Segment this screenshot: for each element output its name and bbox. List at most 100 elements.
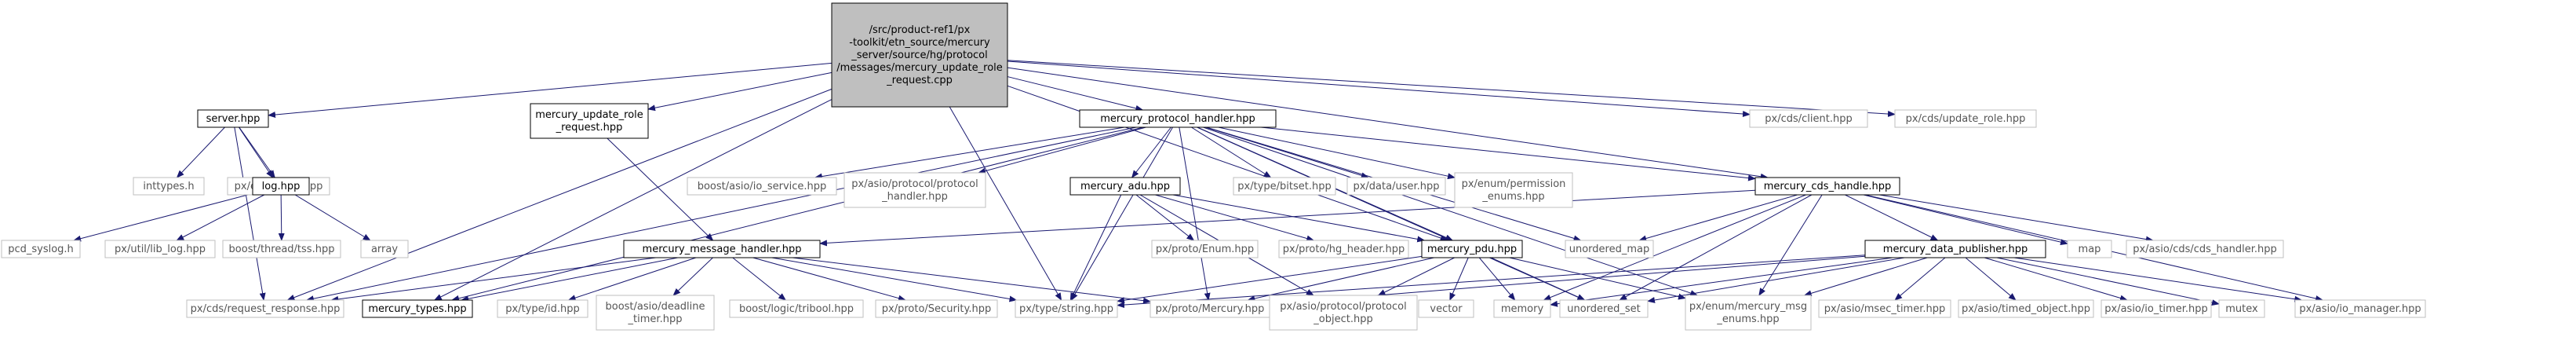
node-box — [2067, 240, 2112, 258]
node-label: px/asio/protocol/protocol — [1280, 301, 1406, 313]
node-label: mercury_cds_handle.hpp — [1764, 181, 1892, 192]
include-arrow — [1191, 126, 1272, 178]
node-label: mutex — [2225, 303, 2258, 315]
node-box — [1069, 177, 1181, 196]
px-proto-enum-hpp-node: px/proto/Enum.hpp — [1151, 240, 1259, 258]
include-arrow — [1377, 257, 1455, 296]
node-label: px/proto/Mercury.hpp — [1156, 303, 1265, 315]
node-label: mercury_message_handler.hpp — [643, 244, 802, 255]
unordered-map-node: unordered_map — [1565, 240, 1654, 258]
memory-node: memory — [1493, 299, 1551, 318]
px-proto-hg-header-hpp-node: px/proto/hg_header.hpp — [1278, 240, 1409, 258]
mercury-message-handler-hpp-node[interactable]: mercury_message_handler.hpp — [623, 240, 821, 258]
array-node: array — [360, 240, 409, 258]
node-label: px/enum/permission — [1462, 178, 1566, 190]
node-box — [1454, 172, 1573, 208]
node-label: px/type/string.hpp — [1019, 303, 1113, 315]
include-arrow — [1070, 126, 1173, 301]
include-arrow — [607, 137, 714, 241]
include-arrow — [1260, 126, 1756, 181]
node-label: _timer.hpp — [628, 313, 683, 325]
node-label: px/enum/mercury_msg — [1689, 301, 1807, 313]
node-box — [362, 299, 473, 318]
node-label: px/type/id.hpp — [505, 303, 580, 315]
mercury-types-hpp-node[interactable]: mercury_types.hpp — [362, 299, 473, 318]
mercury-data-publisher-hpp-node[interactable]: mercury_data_publisher.hpp — [1864, 240, 2046, 258]
include-arrow — [1647, 257, 1905, 303]
include-arrow — [1845, 194, 1939, 241]
px-type-string-hpp-node: px/type/string.hpp — [1015, 299, 1118, 318]
include-arrow — [2013, 257, 2303, 302]
node-box — [1151, 240, 1259, 258]
node-label: boost/thread/tss.hpp — [229, 244, 335, 255]
node-box — [1346, 177, 1446, 196]
include-arrow — [268, 62, 833, 118]
include-arrow — [1117, 255, 1423, 304]
mercury-protocol-handler-hpp-node[interactable]: mercury_protocol_handler.hpp — [1079, 109, 1277, 128]
include-arrow — [1131, 126, 1171, 178]
include-arrow — [1619, 194, 1813, 301]
include-arrow — [239, 126, 275, 178]
node-box — [2101, 299, 2212, 318]
vector-node: vector — [1418, 299, 1474, 318]
include-arrow — [792, 257, 1151, 304]
include-arrow — [1996, 257, 2220, 306]
mercury-cds-handle-hpp-node[interactable]: mercury_cds_handle.hpp — [1754, 177, 1900, 196]
node-box — [2218, 299, 2265, 318]
node-label: unordered_set — [1567, 303, 1640, 315]
log-hpp-node[interactable]: log.hpp — [252, 177, 310, 196]
include-arrow — [1863, 194, 2068, 246]
px-enum-mercury-msg-enums-hpp-node: px/enum/mercury_msg_enums.hpp — [1685, 295, 1812, 331]
server-hpp-node[interactable]: server.hpp — [197, 109, 269, 128]
include-arrow — [286, 88, 833, 301]
include-arrow — [294, 194, 371, 241]
px-cds-request-response-hpp-node: px/cds/request_response.hpp — [186, 299, 344, 318]
px-cds-client-hpp-node: px/cds/client.hpp — [1749, 109, 1868, 128]
node-box — [497, 299, 588, 318]
edge-layer — [73, 60, 2324, 309]
node-label: px/asio/timed_object.hpp — [1962, 303, 2090, 315]
node-label: /messages/mercury_update_role — [836, 62, 1003, 74]
node-label: _request.cpp — [886, 75, 953, 86]
node-box — [186, 299, 344, 318]
pcd-syslog-h-node: pcd_syslog.h — [1, 240, 81, 258]
px-enum-permission-enums-hpp-node: px/enum/permission_enums.hpp — [1454, 172, 1573, 208]
mutex-node: mutex — [2218, 299, 2265, 318]
node-box — [1079, 109, 1277, 128]
node-label: mercury_adu.hpp — [1080, 181, 1170, 192]
node-box — [596, 295, 715, 331]
include-arrow — [1247, 257, 1434, 302]
node-label: log.hpp — [262, 181, 301, 192]
include-arrow — [330, 257, 656, 302]
node-box — [1958, 299, 2094, 318]
root-node[interactable]: /src/product-ref1/px-toolkit/etn_source/… — [831, 2, 1008, 108]
mercury-update-role-request-hpp-node[interactable]: mercury_update_role_request.hpp — [530, 103, 649, 139]
node-box — [360, 240, 409, 258]
node-label: px/cds/client.hpp — [1765, 113, 1852, 125]
node-label: boost/logic/tribool.hpp — [739, 303, 854, 315]
node-label: px/asio/protocol/protocol — [851, 178, 978, 190]
node-label: server.hpp — [206, 113, 261, 125]
px-asio-protocol-protocol-handler-hpp-node: px/asio/protocol/protocol_handler.hpp — [843, 172, 986, 208]
node-label: px/proto/Enum.hpp — [1156, 244, 1254, 255]
node-box — [530, 103, 649, 139]
include-arrow — [451, 126, 1144, 302]
boost-asio-io-service-hpp-node: boost/asio/io_service.hpp — [687, 177, 837, 196]
mercury-pdu-hpp-node[interactable]: mercury_pdu.hpp — [1421, 240, 1523, 258]
include-arrow — [73, 192, 253, 242]
node-label: px/asio/msec_timer.hpp — [1824, 303, 1946, 315]
node-box — [831, 2, 1008, 108]
px-asio-io-manager-hpp-node: px/asio/io_manager.hpp — [2294, 299, 2426, 318]
include-arrow — [234, 126, 266, 301]
node-label: px/proto/hg_header.hpp — [1283, 244, 1405, 255]
include-arrow — [1135, 194, 1195, 241]
node-label: px/type/bitset.hpp — [1237, 181, 1331, 192]
include-arrow — [1894, 257, 1946, 301]
include-arrow — [949, 106, 1062, 301]
node-label: px/util/lib_log.hpp — [115, 244, 206, 255]
include-arrow — [771, 257, 1018, 302]
include-arrow — [732, 257, 787, 301]
node-label: -toolkit/etn_source/mercury — [849, 37, 990, 49]
mercury-adu-hpp-node[interactable]: mercury_adu.hpp — [1069, 177, 1181, 196]
